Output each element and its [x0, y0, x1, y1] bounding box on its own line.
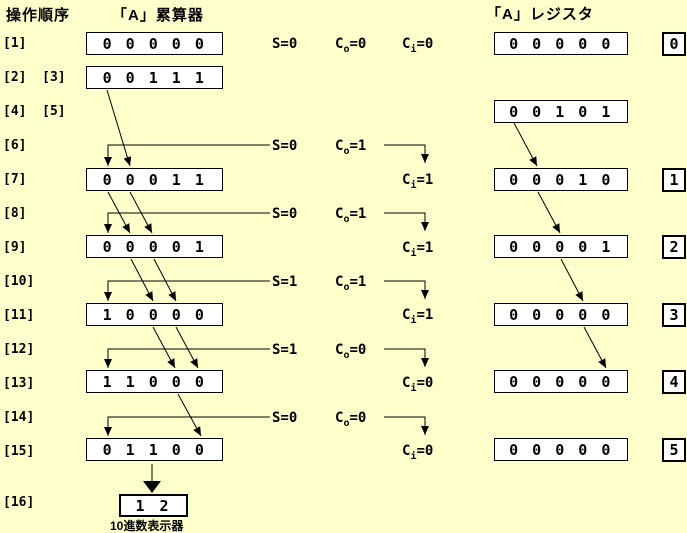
carry-subscript: i: [410, 450, 417, 462]
decimal-display-box: 1 2: [119, 494, 188, 517]
step-label-10: [10]: [3, 274, 35, 289]
carry-subscript: i: [410, 247, 417, 259]
carry-in-label-7: Ci=1: [402, 172, 433, 191]
accumulator-box-2-3: 0 0 1 1 1: [86, 66, 223, 89]
carry-letter: C: [402, 307, 411, 323]
register-box-9: 0 0 0 0 1: [494, 235, 628, 258]
accumulator-box-7: 0 0 0 1 1: [86, 168, 223, 191]
step-label-14: [14]: [3, 410, 35, 425]
register-box-11: 0 0 0 0 0: [494, 303, 628, 326]
accumulator-header: 「A」累算器: [112, 7, 204, 24]
carry-out-label-12: Co=0: [335, 342, 366, 361]
carry-subscript: o: [343, 281, 350, 293]
sum-label-1: S=0: [272, 36, 298, 52]
carry-out-label-6: Co=1: [335, 138, 366, 157]
register-box-7: 0 0 0 1 0: [494, 168, 628, 191]
step-label-7: [7]: [3, 172, 27, 187]
carry-out-label-10: Co=1: [335, 274, 366, 293]
carry-letter: C: [402, 172, 411, 188]
carry-value: =0: [349, 410, 367, 426]
carry-letter: C: [335, 138, 344, 154]
sum-label-14: S=0: [272, 410, 298, 426]
carry-out-label-1: Co=0: [335, 36, 366, 55]
accumulator-box-15: 0 1 1 0 0: [86, 438, 223, 461]
step-label-8: [8]: [3, 206, 27, 221]
carry-subscript: i: [410, 179, 417, 191]
register-box-1: 0 0 0 0 0: [494, 32, 628, 55]
carry-in-label-9: Ci=1: [402, 240, 433, 259]
carry-value: =1: [416, 240, 434, 256]
carry-value: =1: [349, 274, 367, 290]
carry-value: =0: [349, 342, 367, 358]
carry-in-label-1: Ci=0: [402, 36, 433, 55]
step-label-13: [13]: [3, 376, 35, 391]
carry-value: =0: [416, 375, 434, 391]
carry-value: =0: [416, 443, 434, 459]
carry-in-label-13: Ci=0: [402, 375, 433, 394]
count-box-3: 3: [662, 303, 686, 327]
carry-letter: C: [335, 274, 344, 290]
accumulator-box-13: 1 1 0 0 0: [86, 370, 223, 393]
count-box-1: 1: [662, 168, 686, 192]
carry-out-label-14: Co=0: [335, 410, 366, 429]
carry-subscript: o: [343, 145, 350, 157]
step-label-16: [16]: [3, 495, 35, 510]
carry-letter: C: [335, 36, 344, 52]
carry-letter: C: [335, 342, 344, 358]
carry-value: =1: [349, 206, 367, 222]
carry-subscript: o: [343, 213, 350, 225]
register-box-15: 0 0 0 0 0: [494, 438, 628, 461]
carry-in-label-15: Ci=0: [402, 443, 433, 462]
accumulator-box-9: 0 0 0 0 1: [86, 235, 223, 258]
carry-subscript: o: [343, 43, 350, 55]
operation-order-header: 操作順序: [6, 7, 71, 24]
carry-letter: C: [402, 240, 411, 256]
carry-value: =0: [416, 36, 434, 52]
carry-value: =1: [416, 307, 434, 323]
register-header: 「A」レジスタ: [486, 6, 594, 23]
count-box-4: 4: [662, 370, 686, 394]
step-label-11: [11]: [3, 308, 35, 323]
sum-label-10: S=1: [272, 274, 298, 290]
step-label-15: [15]: [3, 444, 35, 459]
carry-out-label-8: Co=1: [335, 206, 366, 225]
carry-letter: C: [335, 206, 344, 222]
carry-letter: C: [402, 443, 411, 459]
step-label-6: [6]: [3, 138, 27, 153]
accumulator-box-11: 1 0 0 0 0: [86, 303, 223, 326]
sum-label-12: S=1: [272, 342, 298, 358]
decimal-transfer-arrow: [143, 464, 161, 493]
carry-letter: C: [335, 410, 344, 426]
carry-subscript: i: [410, 43, 417, 55]
carry-letter: C: [402, 375, 411, 391]
count-box-0: 0: [662, 32, 686, 56]
accumulator-box-1: 0 0 0 0 0: [86, 32, 223, 55]
step-label-12: [12]: [3, 342, 35, 357]
sum-label-8: S=0: [272, 206, 298, 222]
carry-in-label-11: Ci=1: [402, 307, 433, 326]
register-box-4-5: 0 0 1 0 1: [494, 100, 628, 123]
decimal-display-label: 10進数表示器: [110, 519, 184, 533]
carry-subscript: i: [410, 382, 417, 394]
count-box-5: 5: [662, 438, 686, 462]
carry-subscript: o: [343, 417, 350, 429]
sum-label-6: S=0: [272, 138, 298, 154]
carry-value: =0: [349, 36, 367, 52]
carry-subscript: i: [410, 314, 417, 326]
carry-value: =1: [349, 138, 367, 154]
step-label-9: [9]: [3, 240, 27, 255]
register-box-13: 0 0 0 0 0: [494, 370, 628, 393]
carry-letter: C: [402, 36, 411, 52]
step-label-2-3: [2] [3]: [3, 70, 66, 85]
carry-subscript: o: [343, 349, 350, 361]
carry-value: =1: [416, 172, 434, 188]
step-label-1: [1]: [3, 36, 27, 51]
count-box-2: 2: [662, 235, 686, 259]
step-label-4-5: [4] [5]: [3, 104, 66, 119]
